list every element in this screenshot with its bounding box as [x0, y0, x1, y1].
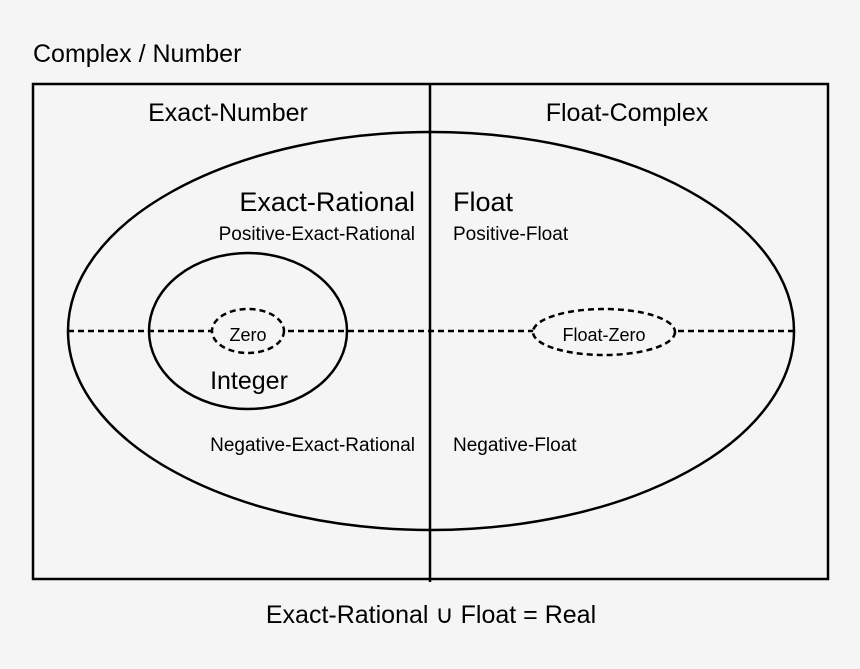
negative-exact-rational-label: Negative-Exact-Rational	[210, 435, 415, 456]
float-label: Float	[453, 187, 514, 217]
zero-label: Zero	[229, 325, 266, 345]
positive-exact-rational-label: Positive-Exact-Rational	[219, 224, 415, 245]
real-union-equation: Exact-Rational ∪ Float = Real	[266, 601, 596, 629]
integer-ellipse	[147, 251, 349, 411]
diagram-title: Complex / Number	[33, 40, 241, 68]
float-complex-label: Float-Complex	[546, 99, 709, 127]
integer-label: Integer	[210, 367, 288, 395]
float-zero-label: Float-Zero	[562, 325, 645, 345]
float-zero-ellipse	[531, 307, 677, 357]
positive-float-label: Positive-Float	[453, 224, 569, 245]
exact-number-label: Exact-Number	[148, 99, 308, 127]
exact-rational-label: Exact-Rational	[239, 187, 415, 217]
zero-ellipse	[210, 307, 286, 355]
negative-float-label: Negative-Float	[453, 435, 577, 456]
